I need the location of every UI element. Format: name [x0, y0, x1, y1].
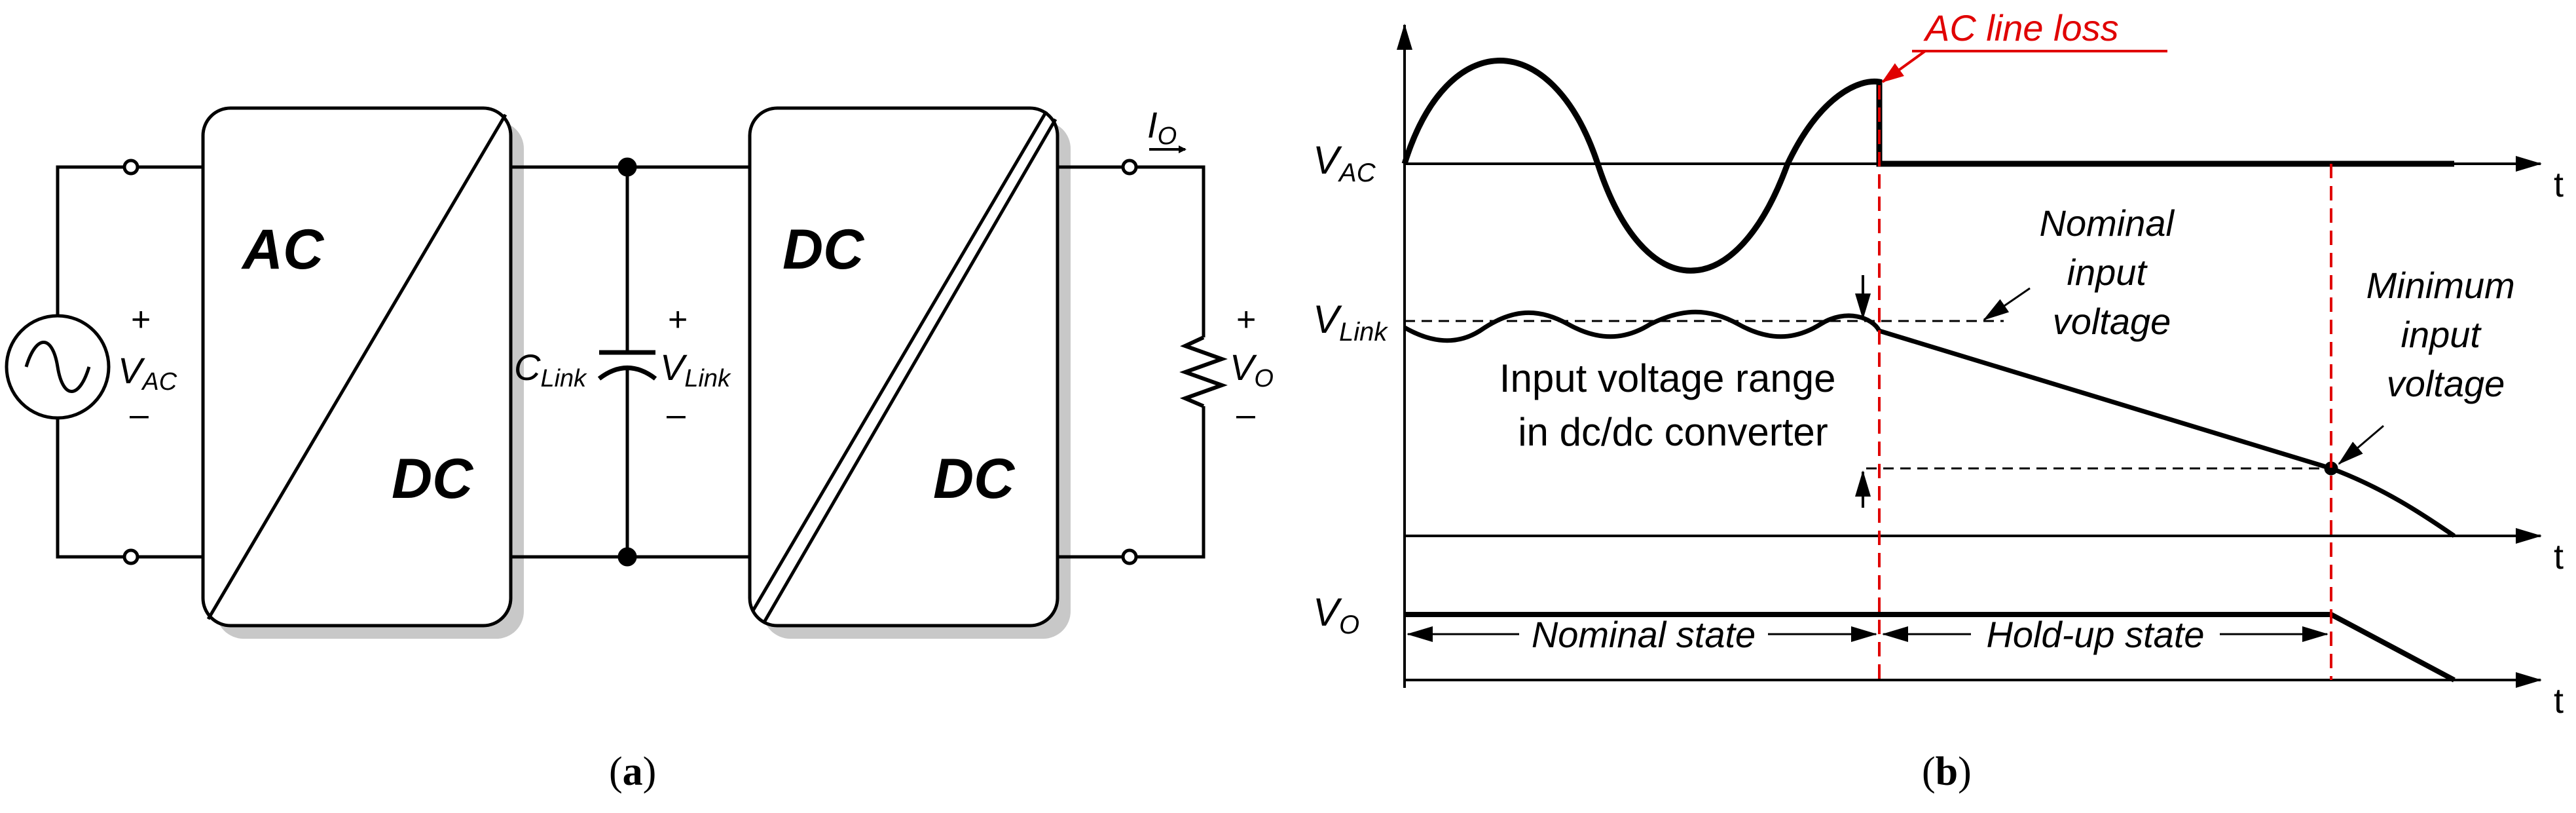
t-label-1: t [2554, 165, 2564, 204]
output-plus: + [1236, 301, 1256, 339]
dc-dc-diagonal-1 [751, 110, 1048, 612]
wire-source-bottom [56, 419, 124, 559]
wire-load-bottom [1136, 406, 1205, 559]
waveform-labels: AC line loss VAC VLink VO t t t Nominal … [1313, 7, 2564, 794]
vlink-decay-tail [2330, 466, 2456, 538]
ac-dc-diagonal [206, 113, 507, 620]
input-range-label: Input voltage range in dc/dc converter [1500, 356, 1847, 454]
dc-dc-label-bottom: DC [933, 447, 1016, 510]
nominal-input-voltage-label: Nominal input voltage [2040, 202, 2184, 342]
event-label: AC line loss [1923, 7, 2119, 48]
vac-waveform [1401, 58, 2454, 274]
source-minus: – [130, 396, 149, 434]
terminal [122, 159, 139, 176]
vo-label: VO [1313, 590, 1359, 639]
sine-icon [24, 341, 91, 393]
wire-source-top [56, 165, 124, 174]
dc-dc-block [748, 106, 1059, 628]
output-minus: – [1236, 396, 1255, 434]
terminal [122, 548, 139, 565]
terminal [1121, 548, 1138, 565]
caption-b: (b) [1922, 749, 1972, 794]
wire-load-top [1136, 165, 1205, 337]
link-voltage-label: VLink [660, 347, 731, 392]
vlink-ripple [1403, 309, 1882, 343]
ac-dc-label-bottom: DC [392, 447, 474, 510]
t-label-2: t [2554, 537, 2564, 577]
circuit-diagram [5, 106, 1228, 639]
vlink-decay [1878, 328, 2332, 471]
nominal-state-label: Nominal state [1532, 614, 1756, 655]
output-current-label: IO [1147, 104, 1177, 150]
t-label-3: t [2554, 681, 2564, 721]
event-arrow [1881, 50, 1926, 83]
source-voltage-label: VAC [118, 350, 177, 396]
vlink-label: VLink [1313, 297, 1388, 347]
capacitor-label: CLink [514, 347, 587, 392]
ac-dc-label-top: AC [241, 218, 325, 281]
circuit-labels: + VAC – AC DC CLink + VLink – DC DC IO +… [118, 104, 1274, 794]
vac-label: VAC [1313, 138, 1376, 187]
output-voltage-label: VO [1230, 347, 1274, 392]
nominal-pointer [1983, 287, 2031, 321]
link-minus: – [667, 396, 686, 434]
holdup-state-label: Hold-up state [1986, 614, 2204, 655]
caption-a: (a) [609, 749, 656, 794]
minimum-input-voltage-label: Minimum input voltage [2366, 265, 2526, 404]
load-resistor [1179, 335, 1228, 408]
min-pointer [2338, 425, 2384, 465]
waveform-diagram [1397, 24, 2542, 688]
dc-dc-label-top: DC [782, 218, 865, 281]
cap-plate-bottom [597, 366, 657, 381]
dc-dc-diagonal-2 [763, 118, 1058, 622]
terminal [1121, 159, 1138, 176]
source-plus: + [131, 301, 151, 339]
link-plus: + [668, 301, 688, 339]
